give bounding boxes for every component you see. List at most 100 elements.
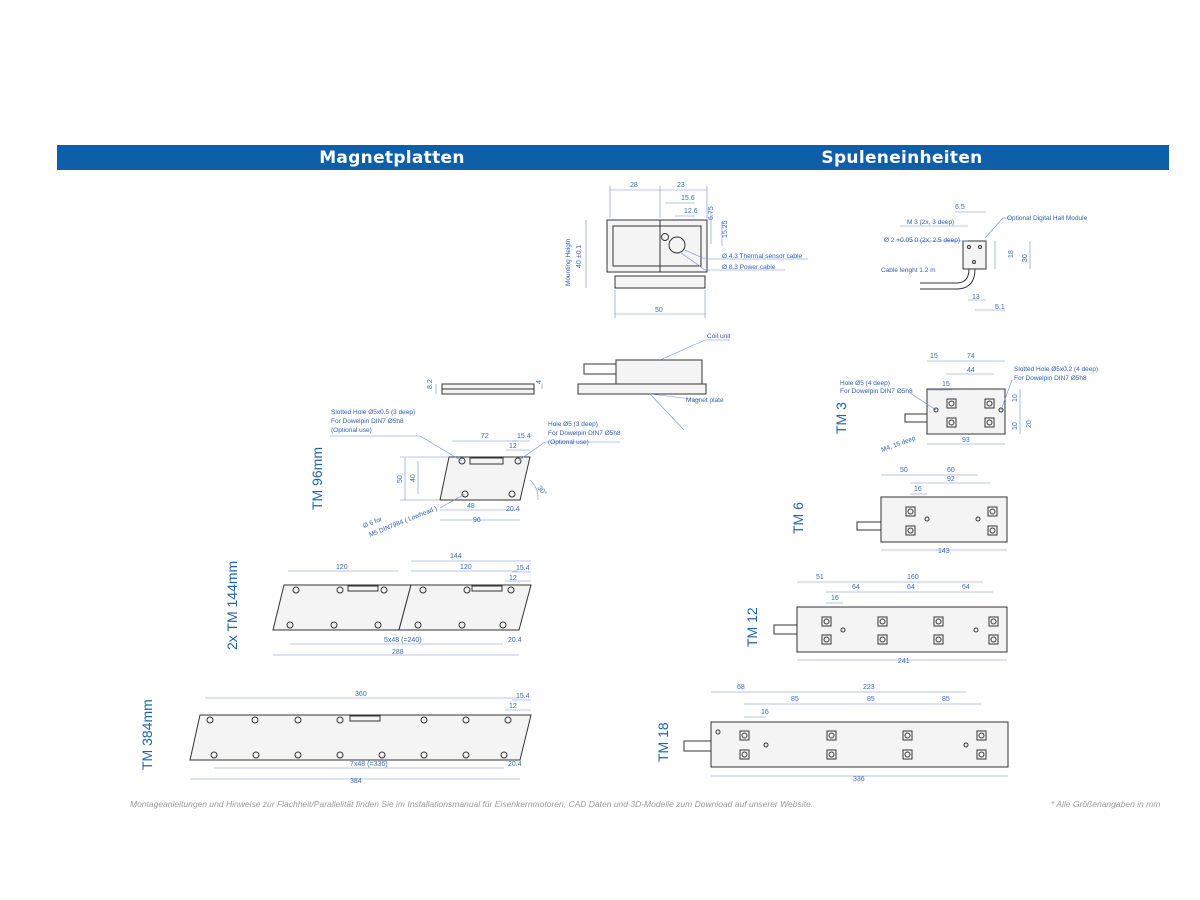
dim-30: 30: [1022, 254, 1029, 262]
tm96-label: TM 96mm: [309, 447, 325, 510]
dim-336: 336: [853, 776, 865, 783]
dim-44: 44: [967, 367, 975, 374]
dim-50: 50: [655, 307, 663, 314]
dim-6-5: 6.5: [955, 204, 965, 211]
dim-241: 241: [898, 658, 910, 665]
magnet-plates-title: Magnetplatten: [319, 148, 465, 168]
dim-72: 72: [481, 433, 489, 440]
dim-20: 20: [1026, 420, 1033, 428]
dim-16: 16: [831, 595, 839, 602]
dim-223: 223: [863, 684, 875, 691]
tm384-plate-drawing: 360 15.4 12 7x48 (=336) 20.4 384 TM 384m…: [139, 691, 532, 785]
dim-384: 384: [350, 778, 362, 785]
dim-288: 288: [392, 649, 404, 656]
tm6-label: TM 6: [790, 502, 806, 534]
dim-20-4: 20.4: [506, 506, 520, 513]
footer-install-note: Montageanleitungen und Hinweise zur Flac…: [130, 799, 814, 809]
dim-12: 12: [509, 443, 517, 450]
tm18-drawing: 68 223 85 85 85 16 336 TM 18: [655, 684, 1009, 783]
dim-15-4: 15.4: [516, 693, 530, 700]
tm3-dowel-note-a: For Dowelpin DIN7 Ø5h8: [840, 388, 913, 395]
tm384-label: TM 384mm: [139, 699, 155, 770]
coil-on-plate-view: Coil unit Magnet plate: [577, 333, 731, 431]
coil-section-view: 28 23 15.6 12.6 6.75 15.25 40 ±0.1 Mount…: [565, 182, 808, 318]
tm96-plate-drawing: 72 15.4 12 50 40 48 20.4 96 30° Slotted …: [309, 409, 621, 539]
dim-6-75: 6.75: [708, 206, 715, 220]
dim-144: 144: [450, 553, 462, 560]
dim-13: 13: [972, 294, 980, 301]
dim-85-a: 85: [791, 696, 799, 703]
thermal-cable-note: Ø 4.3 Thermal sensor cable: [722, 253, 802, 260]
coil-unit-note: Coil unit: [707, 333, 731, 340]
tm18-label: TM 18: [655, 722, 671, 762]
tm144-label: 2x TM 144mm: [224, 561, 240, 650]
tm3-label: TM 3: [833, 402, 849, 434]
power-cable-note: Ø 8.3 Power cable: [722, 264, 776, 271]
dim-10-a: 10: [1012, 394, 1019, 402]
footer-units-note: * Alle Größenangaben in mm: [1051, 799, 1161, 809]
dim-12: 12: [509, 575, 517, 582]
dim-50: 50: [397, 475, 404, 483]
dim-85-c: 85: [942, 696, 950, 703]
dim-40: 40 ±0.1: [576, 245, 583, 268]
tm96-slot-note: Slotted Hole Ø5x0.5 (3 deep): [331, 409, 415, 416]
dim-4: 4: [536, 380, 543, 384]
dim-10-b: 10: [1012, 422, 1019, 430]
hall-module-note: Optional Digital Hall Module: [1007, 215, 1088, 222]
dim-92: 92: [947, 476, 955, 483]
tm144-plate-drawing: 144 120 120 15.4 12 5x48 (=240) 20.4 288…: [224, 553, 532, 656]
dim-74: 74: [967, 353, 975, 360]
dim-64-c: 64: [962, 584, 970, 591]
dim-40: 40: [410, 474, 417, 482]
dim-120-a: 120: [336, 564, 348, 571]
tm3-m4-note: M4, 15 deep: [880, 435, 917, 454]
dim-85-b: 85: [867, 696, 875, 703]
dim-64-b: 64: [907, 584, 915, 591]
dim-51: 51: [816, 574, 824, 581]
dim-12-6: 12.6: [684, 208, 698, 215]
tm12-drawing: 51 160 64 64 64 16 241 TM 12: [744, 574, 1008, 665]
mounting-height-label: Mounting Heigth: [565, 238, 572, 286]
dim-68: 68: [737, 684, 745, 691]
dim-15-6: 15.6: [681, 195, 695, 202]
tm3-slot-note: Slotted Hole Ø5x0.2 (4 deep): [1014, 366, 1098, 373]
dim-20-4: 20.4: [508, 761, 522, 768]
coil-units-title: Spuleneinheiten: [821, 148, 983, 168]
tm6-drawing: 50 60 92 16 143 TM 6: [790, 467, 1008, 555]
dim-15-4: 15.4: [517, 433, 531, 440]
dim-64-a: 64: [852, 584, 860, 591]
magnet-plate-note: Magnet plate: [686, 397, 724, 404]
dim-143: 143: [938, 548, 950, 555]
dim-5x48: 5x48 (=240): [384, 637, 422, 644]
m3-note: M 3 (2x, 3 deep): [907, 219, 954, 226]
dim-20-4: 20.4: [508, 637, 522, 644]
tm3-dowel-note-b: For Dowelpin DIN7 Ø5h8: [1014, 375, 1087, 382]
tm3-drawing: 15 74 44 15 10 10 20 93 Hole Ø5 (4 deep)…: [833, 353, 1098, 454]
pin-hole-note: Ø 2 +0.05 0 (2x, 2.5 deep): [884, 237, 960, 244]
magnet-plate-side-view: 8.2 4: [427, 379, 543, 395]
dim-48: 48: [467, 503, 475, 510]
dim-15-25: 15.25: [722, 220, 729, 238]
dim-18: 18: [1008, 250, 1015, 258]
dim-28: 28: [630, 182, 638, 189]
tm96-dowel-note-a: For Dowelpin DIN7 Ø5h8: [331, 418, 404, 425]
dim-16: 16: [914, 486, 922, 493]
dim-15-4: 15.4: [516, 565, 530, 572]
dim-96: 96: [473, 517, 481, 524]
tm96-dowel-note-b: For Dowelpin DIN7 Ø5h8: [548, 430, 621, 437]
hall-module-view: 6.5 M 3 (2x, 3 deep) Ø 2 +0.05 0 (2x, 2.…: [881, 204, 1088, 311]
tm96-hole-note: Hole Ø5 (3 deep): [548, 421, 598, 428]
dim-8-2: 8.2: [427, 379, 434, 389]
dim-93: 93: [962, 437, 970, 444]
dim-23: 23: [677, 182, 685, 189]
dim-30-deg: 30°: [535, 484, 548, 497]
cable-length-note: Cable lenght 1.2 m: [881, 267, 936, 274]
dim-15-mid: 15: [942, 381, 950, 388]
tm12-label: TM 12: [744, 607, 760, 647]
dim-15-top: 15: [930, 353, 938, 360]
dim-12: 12: [509, 703, 517, 710]
dim-160: 160: [907, 574, 919, 581]
dim-120-b: 120: [460, 564, 472, 571]
dim-16: 16: [761, 709, 769, 716]
